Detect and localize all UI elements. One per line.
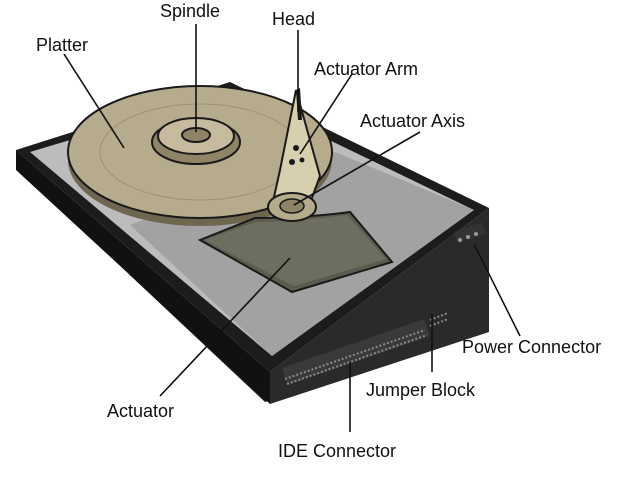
- arm-hole-3: [299, 157, 305, 163]
- ide-connector: [282, 319, 430, 386]
- leader-actuator-arm: [299, 73, 353, 155]
- label-platter: Platter: [36, 35, 89, 55]
- label-head: Head: [272, 9, 316, 29]
- power-connector: [453, 222, 487, 244]
- actuator-top: [204, 215, 386, 286]
- leader-actuator-axis: [293, 131, 421, 206]
- jumper-block: [429, 312, 449, 327]
- label-actuator-arm: Actuator Arm: [314, 59, 419, 79]
- arm-hole-1: [293, 145, 299, 151]
- label-actuator: Actuator: [107, 401, 175, 421]
- leader-actuator: [159, 257, 291, 397]
- label-power-connector: Power Connector: [462, 337, 602, 357]
- label-actuator-axis: Actuator Axis: [360, 111, 466, 131]
- label-jumper-block: Jumper Block: [366, 380, 476, 400]
- leader-platter: [63, 53, 125, 149]
- label-ide-connector: IDE Connector: [278, 441, 397, 461]
- drive-case-left-wall: [16, 150, 270, 404]
- label-spindle: Spindle: [160, 1, 221, 21]
- arm-hole-2: [289, 159, 295, 165]
- leader-power-connector: [473, 243, 521, 337]
